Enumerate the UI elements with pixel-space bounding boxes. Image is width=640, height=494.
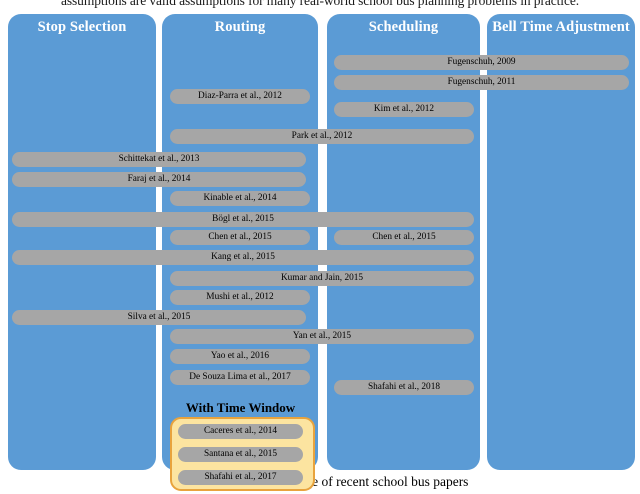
paper-bar: Chen et al., 2015 (170, 230, 310, 245)
figure-canvas: Stop Selection Routing Scheduling Bell Time… (0, 14, 640, 491)
paper-bar: Fugenschuh, 2011 (334, 75, 629, 90)
column-stop-selection: Stop Selection (8, 14, 156, 470)
column-title-bell-time-adjustment: Bell Time Adjustment (492, 19, 630, 35)
paper-bar: Silva et al., 2015 (12, 310, 306, 325)
paper-bar: Bögl et al., 2015 (12, 212, 474, 227)
column-title-scheduling: Scheduling (368, 19, 439, 35)
paper-bar: Yao et al., 2016 (170, 349, 310, 364)
paper-bar: Kinable et al., 2014 (170, 191, 310, 206)
paper-bar: Shafahi et al., 2018 (334, 380, 474, 395)
clipped-body-text: assumptions are valid assumptions for ma… (60, 0, 580, 8)
paper-bar: Yan et al., 2015 (170, 329, 474, 344)
paper-bar: Park et al., 2012 (170, 129, 474, 144)
column-title-routing: Routing (214, 19, 266, 35)
with-time-window-title: With Time Window (185, 400, 296, 415)
column-bell-time-adjustment: Bell Time Adjustment (487, 14, 635, 470)
figure-caption: Figure 1 Problem coverage of recent scho… (171, 474, 469, 489)
column-title-stop-selection: Stop Selection (37, 19, 127, 35)
paper-bar: Fugenschuh, 2009 (334, 55, 629, 70)
paper-bar: Schittekat et al., 2013 (12, 152, 306, 167)
paper-bar: Kumar and Jain, 2015 (170, 271, 474, 286)
paper-bar: De Souza Lima et al., 2017 (170, 370, 310, 385)
paper-bar: Diaz-Parra et al., 2012 (170, 89, 310, 104)
paper-bar: Kang et al., 2015 (12, 250, 474, 265)
paper-bar: Kim et al., 2012 (334, 102, 474, 117)
paper-bar-time-window: Caceres et al., 2014 (178, 424, 303, 439)
paper-bar-time-window: Santana et al., 2015 (178, 447, 303, 462)
paper-bar: Faraj et al., 2014 (12, 172, 306, 187)
paper-bar-time-window: Shafahi et al., 2017 (178, 470, 303, 485)
paper-bar: Mushi et al., 2012 (170, 290, 310, 305)
paper-bar: Chen et al., 2015 (334, 230, 474, 245)
